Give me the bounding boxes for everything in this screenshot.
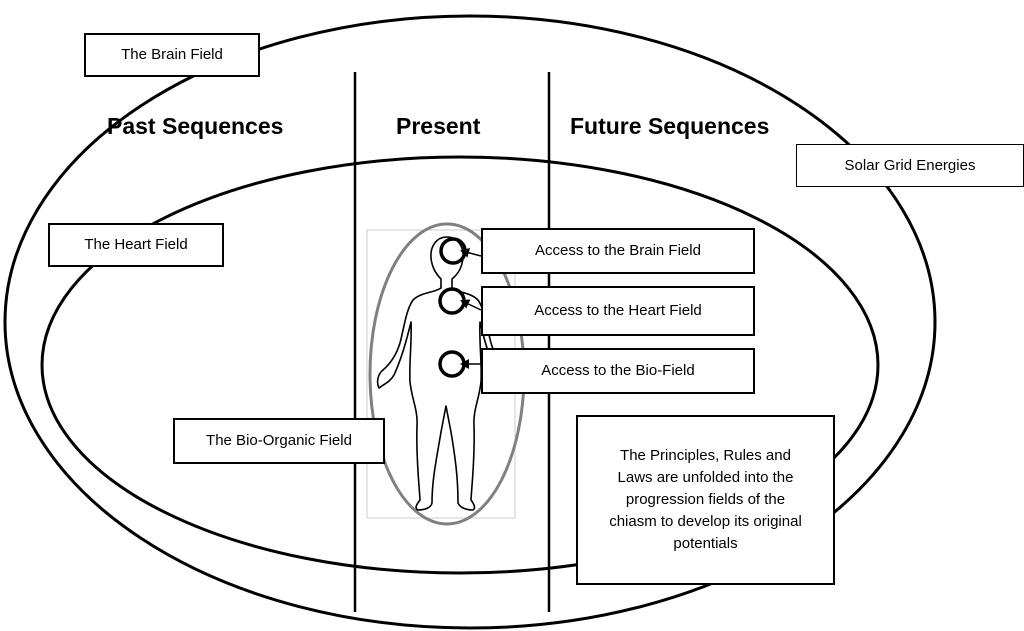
heart-field-ellipse bbox=[40, 155, 880, 575]
heart-field-label: The Heart Field bbox=[48, 223, 224, 267]
bio-access-label: Access to the Bio-Field bbox=[481, 348, 755, 394]
brain-field-ellipse bbox=[3, 14, 937, 630]
heart-access-arrow bbox=[460, 299, 482, 311]
brain-access-label: Access to the Brain Field bbox=[481, 228, 755, 274]
bio-organic-field-label: The Bio-Organic Field bbox=[173, 418, 385, 464]
brain-field-label: The Brain Field bbox=[84, 33, 260, 77]
brain-access-arrow bbox=[460, 247, 482, 258]
principles-note: The Principles, Rules and Laws are unfol… bbox=[576, 415, 835, 585]
future-sequences-heading: Future Sequences bbox=[570, 113, 770, 139]
past-sequences-heading: Past Sequences bbox=[107, 113, 284, 139]
present-heading: Present bbox=[396, 113, 481, 139]
heart-access-label: Access to the Heart Field bbox=[481, 286, 755, 336]
solar-grid-label: Solar Grid Energies bbox=[796, 144, 1024, 187]
